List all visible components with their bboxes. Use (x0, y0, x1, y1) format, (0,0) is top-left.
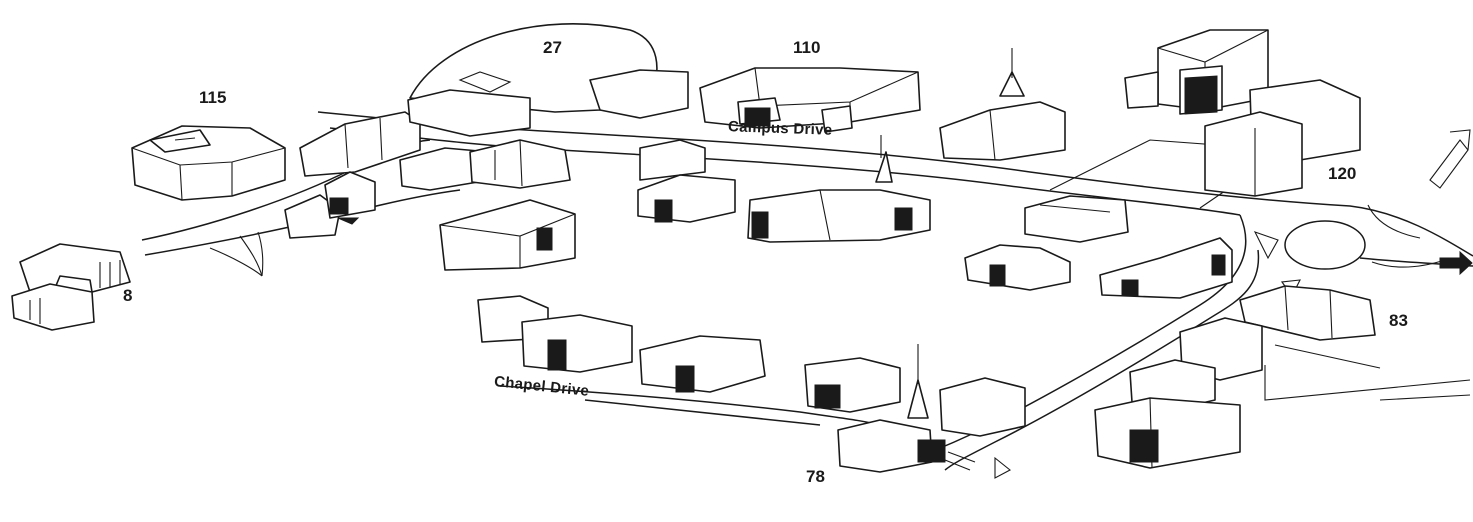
label-building-115: 115 (199, 88, 227, 107)
label-building-27: 27 (543, 38, 562, 57)
buildings-east-central (964, 195, 1233, 299)
buildings-central-west (399, 139, 576, 271)
building-27 (407, 23, 689, 137)
chapel-drive-road (499, 385, 881, 426)
label-building-78: 78 (806, 467, 825, 486)
buildings-southeast (1094, 317, 1263, 469)
label-building-120: 120 (1328, 164, 1357, 183)
label-building-83: 83 (1389, 311, 1408, 330)
buildings-south (477, 295, 1026, 437)
building-8 (11, 243, 131, 331)
label-campus-drive: Campus Drive (727, 118, 833, 139)
building-chapel-north (939, 48, 1066, 161)
buildings-west-row (284, 111, 421, 239)
building-115 (131, 125, 286, 201)
building-120 (1124, 29, 1361, 197)
north-arrow (1429, 129, 1471, 189)
label-building-8: 8 (123, 286, 133, 305)
building-110 (699, 67, 921, 133)
exit-arrow-icon (1439, 250, 1473, 276)
roundabout (1284, 220, 1366, 270)
buildings (11, 23, 1473, 473)
buildings-central (637, 135, 931, 243)
label-building-110: 110 (793, 38, 821, 57)
building-78 (837, 344, 976, 473)
